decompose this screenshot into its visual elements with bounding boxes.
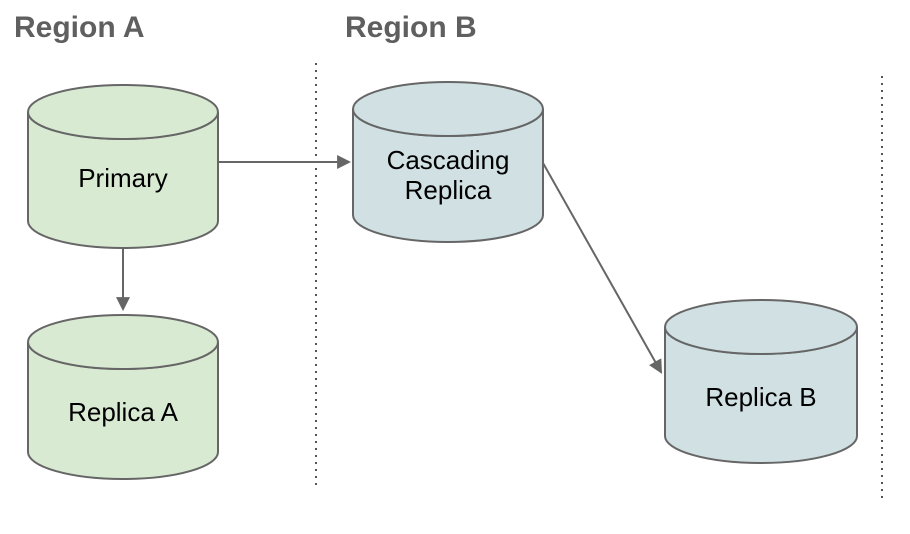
replica-b-cylinder-top <box>664 299 858 355</box>
primary-cylinder-top <box>27 84 219 140</box>
region-a-heading: Region A <box>14 11 145 44</box>
replica-a-cylinder-top <box>27 314 219 370</box>
edge-cascading-replica-to-replica-b <box>542 162 663 374</box>
replica-b-node <box>664 299 858 464</box>
cascading-replica-node <box>352 81 544 243</box>
replica-a-node <box>27 314 219 480</box>
cascading-replica-cylinder-top <box>352 81 544 137</box>
primary-node <box>27 84 219 249</box>
region-b-heading: Region B <box>345 11 477 44</box>
